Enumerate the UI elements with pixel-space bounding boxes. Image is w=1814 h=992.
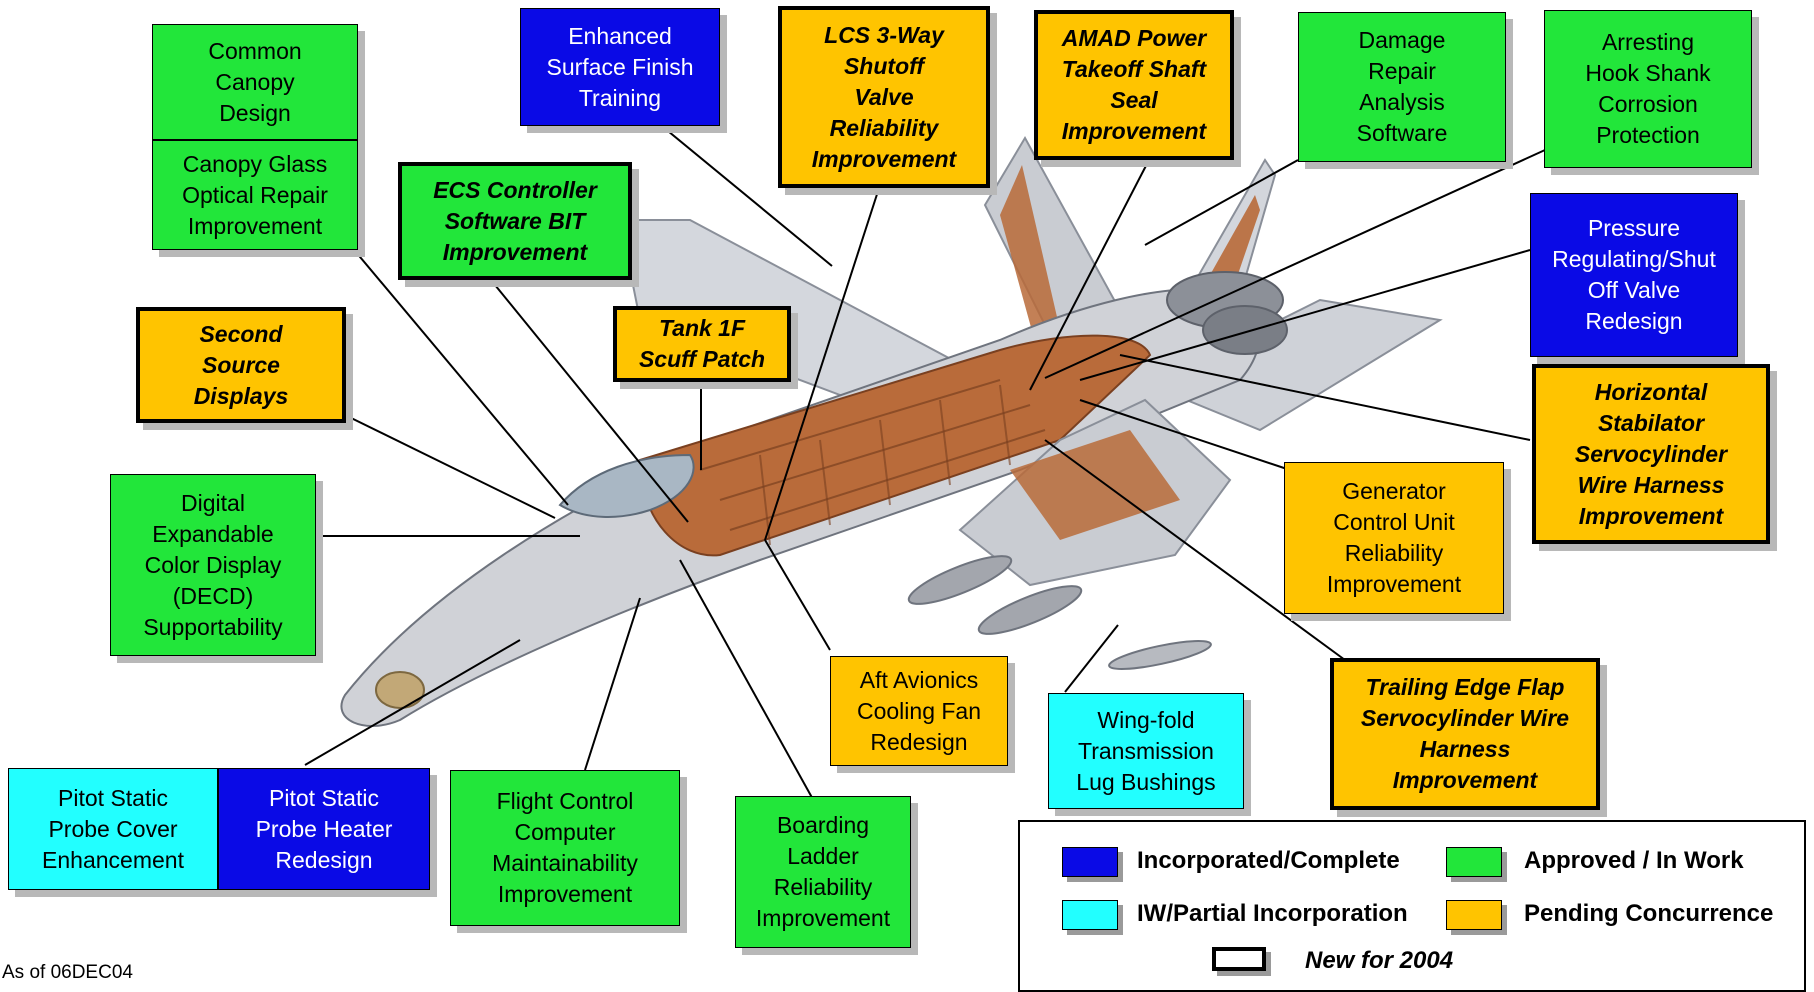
- callout-pitot-static-probe-heater: Pitot Static Probe Heater Redesign: [218, 768, 430, 890]
- leader-amad: [1030, 158, 1150, 390]
- legend-swatch-approved: [1446, 847, 1502, 877]
- legend-label-incorporated: Incorporated/Complete: [1137, 847, 1400, 875]
- leader-flight-control: [585, 598, 640, 770]
- callout-pitot-static-probe-cover: Pitot Static Probe Cover Enhancement: [8, 768, 218, 890]
- leader-canopy-glass: [350, 245, 568, 505]
- leader-pitot-heater: [305, 640, 520, 765]
- callout-canopy-glass-optical-repair: Canopy Glass Optical Repair Improvement: [152, 140, 358, 250]
- leader-boarding-ladder: [680, 560, 815, 803]
- legend: Incorporated/Complete Approved / In Work…: [1018, 820, 1806, 992]
- callout-aft-avionics-cooling-fan: Aft Avionics Cooling Fan Redesign: [830, 656, 1008, 766]
- legend-label-new: New for 2004: [1305, 947, 1453, 975]
- callout-flight-control-computer: Flight Control Computer Maintainability …: [450, 770, 680, 926]
- callout-ecs-controller-software-bit: ECS Controller Software BIT Improvement: [398, 162, 632, 280]
- legend-swatch-new: [1212, 947, 1266, 971]
- legend-swatch-pending: [1446, 900, 1502, 930]
- legend-label-pending: Pending Concurrence: [1524, 900, 1773, 928]
- callout-horizontal-stabilator-servocylinder: Horizontal Stabilator Servocylinder Wire…: [1532, 364, 1770, 544]
- legend-label-partial: IW/Partial Incorporation: [1137, 900, 1408, 928]
- legend-swatch-partial: [1062, 900, 1118, 930]
- leader-horizontal-stabilator: [1120, 355, 1530, 440]
- callout-arresting-hook-shank-corrosion: Arresting Hook Shank Corrosion Protectio…: [1544, 10, 1752, 168]
- callout-wing-fold-transmission-lug-bushings: Wing-fold Transmission Lug Bushings: [1048, 693, 1244, 809]
- callout-tank-1f-scuff-patch: Tank 1F Scuff Patch: [613, 306, 791, 382]
- callout-generator-control-unit: Generator Control Unit Reliability Impro…: [1284, 462, 1504, 614]
- legend-label-approved: Approved / In Work: [1524, 847, 1744, 875]
- callout-common-canopy-design: Common Canopy Design: [152, 24, 358, 140]
- leader-second-source: [345, 415, 555, 518]
- callout-boarding-ladder-reliability: Boarding Ladder Reliability Improvement: [735, 796, 911, 948]
- as-of-date: As of 06DEC04: [2, 962, 133, 984]
- leader-arresting-hook: [1045, 150, 1545, 378]
- callout-enhanced-surface-finish-training: Enhanced Surface Finish Training: [520, 8, 720, 126]
- callout-lcs-3-way-shutoff-valve: LCS 3-Way Shutoff Valve Reliability Impr…: [778, 6, 990, 188]
- leader-damage-repair: [1145, 160, 1298, 245]
- callout-trailing-edge-flap-servocylinder: Trailing Edge Flap Servocylinder Wire Ha…: [1330, 658, 1600, 810]
- callout-damage-repair-analysis-software: Damage Repair Analysis Software: [1298, 12, 1506, 162]
- callout-second-source-displays: Second Source Displays: [136, 307, 346, 423]
- leader-aft-avionics: [765, 540, 830, 650]
- leader-generator: [1080, 400, 1290, 470]
- callout-pressure-regulating-shutoff-valve: Pressure Regulating/Shut Off Valve Redes…: [1530, 193, 1738, 357]
- legend-swatch-incorporated: [1062, 847, 1118, 877]
- callout-digital-expandable-color-display: Digital Expandable Color Display (DECD) …: [110, 474, 316, 656]
- leader-wing-fold: [1065, 625, 1118, 692]
- callout-amad-power-takeoff-shaft-seal: AMAD Power Takeoff Shaft Seal Improvemen…: [1034, 10, 1234, 160]
